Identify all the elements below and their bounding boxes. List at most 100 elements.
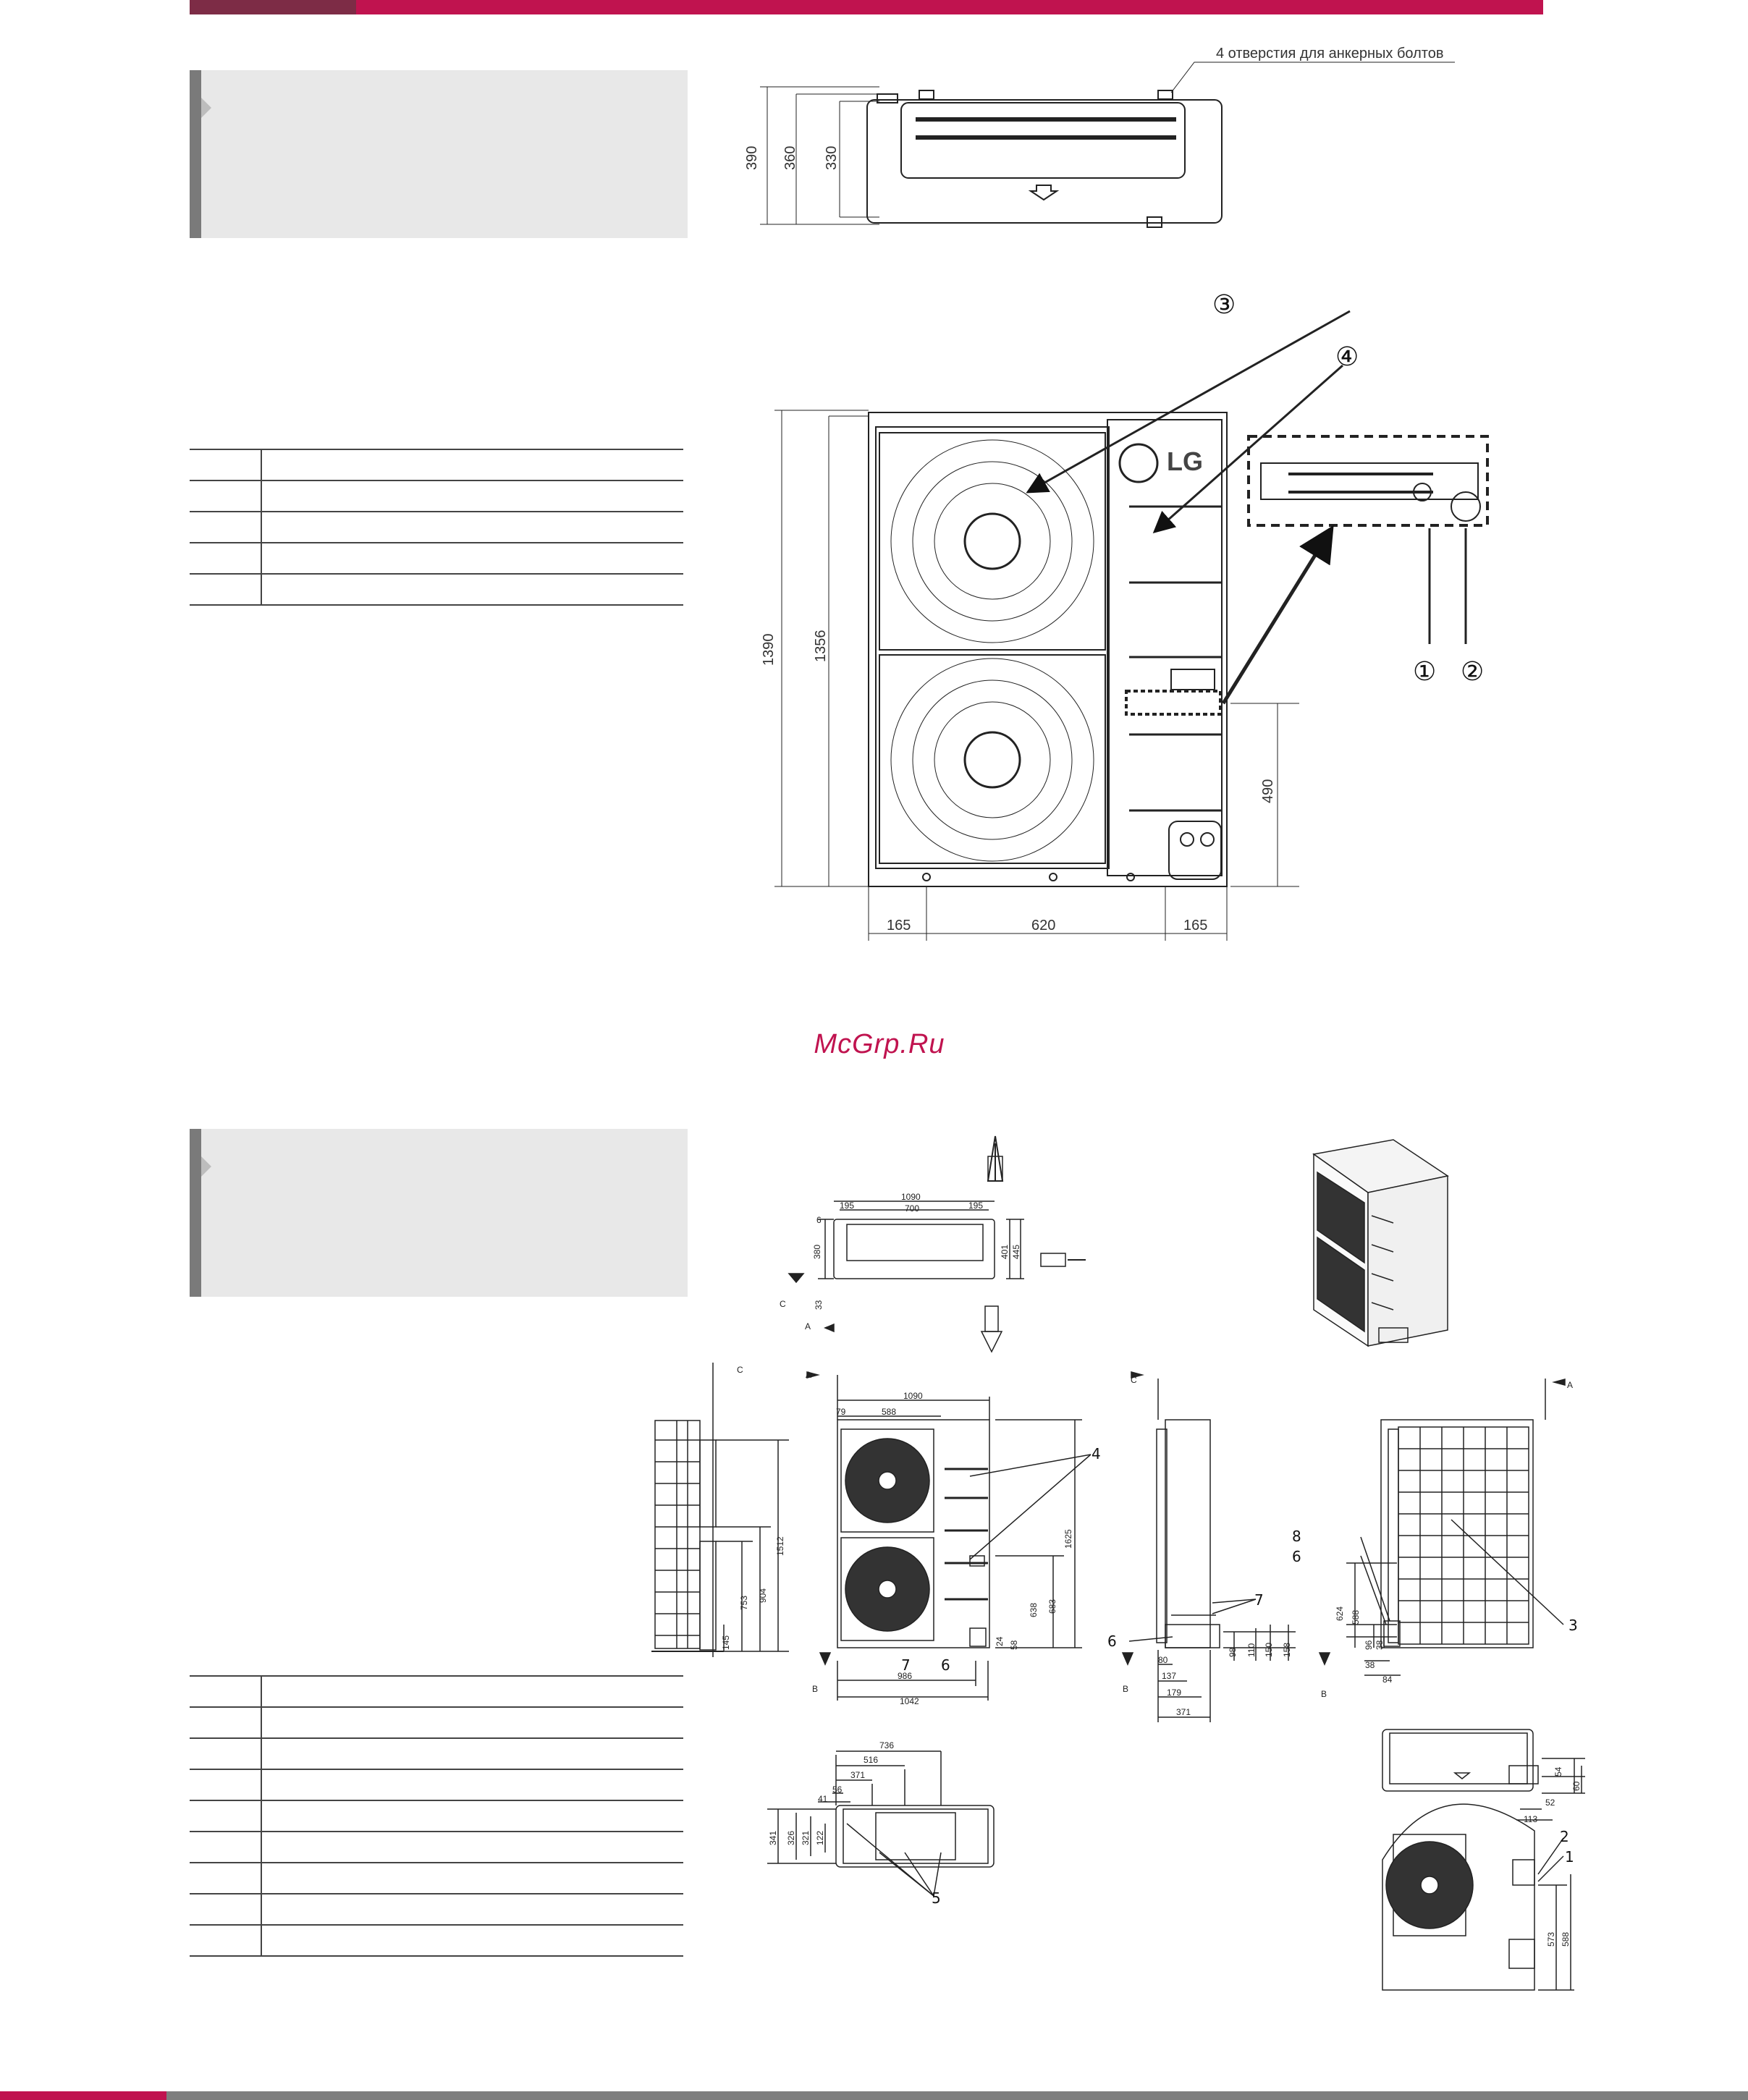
dim-986: 986	[898, 1671, 912, 1681]
detail-view-labels: 54 60 52 113 573 588 2 1	[1524, 1766, 1582, 1947]
dim-445: 445	[1011, 1245, 1021, 1259]
table-row	[190, 1894, 683, 1926]
dim-1090-front: 1090	[903, 1391, 923, 1401]
dim-1390: 1390	[761, 634, 777, 666]
dim-150: 150	[1264, 1643, 1274, 1657]
dim-84: 84	[1382, 1675, 1393, 1685]
table-row	[190, 1769, 683, 1801]
dim-98: 98	[1228, 1647, 1238, 1657]
ref-a-top: A	[805, 1321, 811, 1331]
table-row	[190, 480, 683, 512]
ref-a-front: A	[806, 1370, 811, 1380]
ref-c-side: C	[1131, 1375, 1137, 1385]
callout-5: 5	[932, 1889, 941, 1907]
header-accent-bar	[190, 0, 1543, 14]
isometric-view-diagram	[1312, 1139, 1449, 1347]
dim-137: 137	[1162, 1671, 1176, 1681]
dim-620: 620	[1031, 918, 1055, 933]
callout-2-detail: 2	[1560, 1828, 1569, 1845]
dim-321: 321	[801, 1831, 811, 1845]
dim-79: 79	[836, 1407, 846, 1417]
table-row	[190, 1800, 683, 1832]
dim-904: 904	[758, 1588, 768, 1603]
panel-stripe	[190, 1129, 201, 1297]
callout-7-front: 7	[901, 1656, 911, 1674]
table-row	[190, 449, 683, 481]
dim-588-detail: 588	[1561, 1932, 1571, 1947]
dim-145: 145	[721, 1635, 731, 1650]
dim-52: 52	[1545, 1798, 1555, 1808]
top-view-2-diagram	[788, 1135, 1086, 1353]
dim-330: 330	[824, 146, 840, 170]
dim-158: 158	[1282, 1643, 1292, 1657]
detail-view-diagram	[1382, 1729, 1585, 1991]
dim-390: 390	[744, 146, 760, 170]
dim-195-left: 195	[840, 1201, 854, 1211]
ref-b-side: B	[1123, 1684, 1128, 1694]
table-row	[190, 1832, 683, 1863]
dim-371-base: 371	[850, 1770, 865, 1780]
table-row	[190, 512, 683, 543]
front-view-diagram	[774, 310, 1489, 941]
watermark-text: McGrp.Ru	[814, 1029, 945, 1059]
dim-165-left: 165	[887, 918, 911, 933]
dim-326: 326	[786, 1831, 796, 1845]
dim-110: 110	[1246, 1643, 1257, 1657]
base-view-labels: 736 516 371 56 41 341 326 321 122 5	[768, 1740, 941, 1907]
panel-stripe	[190, 70, 201, 238]
callout-6-back: 6	[1292, 1548, 1301, 1565]
left-side-view-labels: C 1512 904 753 145	[721, 1365, 785, 1650]
front-view-2-diagram	[806, 1371, 1092, 1701]
callout-7-side: 7	[1254, 1591, 1264, 1609]
dim-1090: 1090	[901, 1192, 921, 1202]
dim-490: 490	[1260, 779, 1276, 803]
table-row	[190, 1863, 683, 1894]
dim-113: 113	[1524, 1814, 1537, 1824]
callout-4-front: 4	[1092, 1445, 1101, 1462]
dim-33: 33	[814, 1300, 824, 1310]
table-row	[190, 574, 683, 606]
left-side-view-diagram	[651, 1363, 789, 1657]
ref-b-front: B	[812, 1684, 818, 1694]
dim-360: 360	[782, 146, 798, 170]
dim-6: 6	[816, 1215, 822, 1225]
dim-1356: 1356	[813, 630, 829, 663]
spec-table-2	[190, 1675, 683, 1957]
base-view-diagram	[767, 1750, 995, 1897]
section-header-panel-1	[190, 70, 688, 238]
brand-logo: LG	[1167, 446, 1203, 476]
dim-165-right: 165	[1183, 918, 1207, 933]
dim-195-right: 195	[968, 1201, 983, 1211]
ref-c-left: C	[737, 1365, 743, 1375]
dim-588-back: 588	[1351, 1610, 1361, 1625]
callout-6-front: 6	[941, 1656, 950, 1674]
dim-371-side: 371	[1176, 1707, 1191, 1717]
dim-122: 122	[815, 1831, 825, 1845]
right-side-view-labels: C B 80 137 179 371 98 110 150 158 7 6	[1107, 1375, 1292, 1717]
front-view-2-labels: A 1090 79 588 1625 683 638 24 58 986 104…	[806, 1370, 1101, 1706]
dim-41: 41	[818, 1794, 828, 1804]
ref-c-top: C	[780, 1299, 786, 1309]
spec-table-1	[190, 449, 683, 606]
dim-683: 683	[1047, 1599, 1057, 1614]
dim-573: 573	[1546, 1932, 1556, 1947]
callout-8: 8	[1292, 1528, 1301, 1545]
callout-2: ②	[1461, 657, 1484, 687]
callout-6-side: 6	[1107, 1633, 1117, 1650]
dim-1042: 1042	[900, 1696, 919, 1706]
table-row	[190, 1675, 683, 1708]
dim-24: 24	[995, 1636, 1005, 1646]
table-row	[190, 1707, 683, 1739]
footer-bar	[0, 2091, 1748, 2100]
dim-700: 700	[905, 1203, 919, 1214]
top-view-diagram	[760, 62, 1455, 228]
dim-380: 380	[812, 1245, 822, 1259]
section-header-panel-2	[190, 1129, 688, 1297]
dim-58: 58	[1009, 1640, 1019, 1650]
dim-54: 54	[1553, 1766, 1563, 1777]
anchor-bolts-label: 4 отверстия для анкерных болтов	[1216, 46, 1443, 62]
callout-1: ①	[1413, 657, 1436, 687]
callout-3: ③	[1212, 290, 1236, 320]
dim-38-v: 38	[1375, 1640, 1385, 1650]
